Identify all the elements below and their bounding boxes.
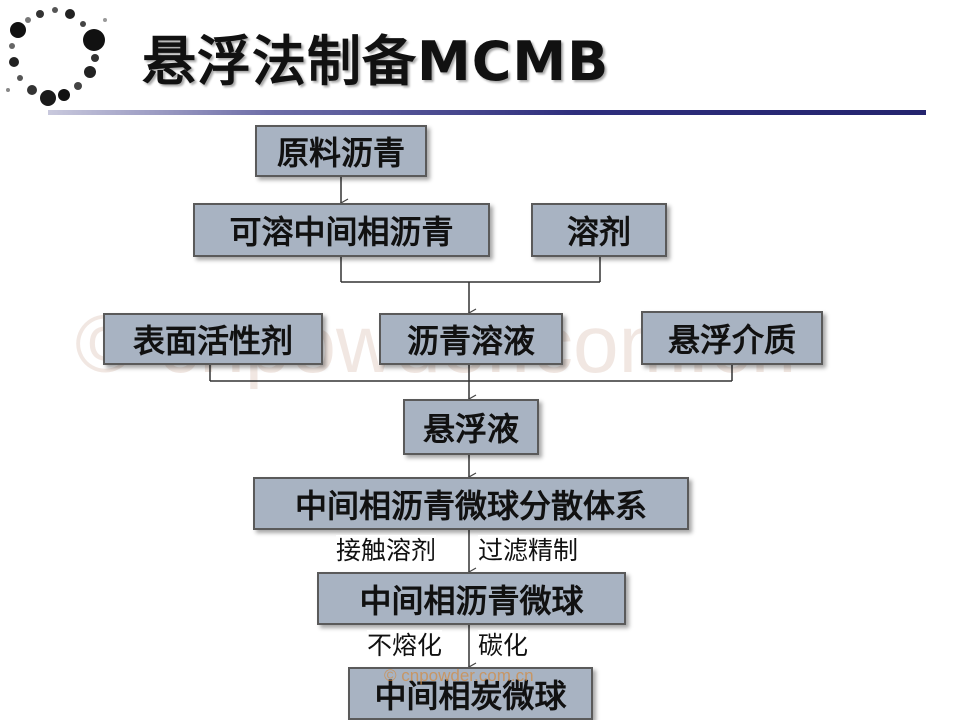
dispersion-system-box: 中间相沥青微球分散体系 [253, 477, 689, 530]
surfactant-box: 表面活性剂 [103, 313, 323, 365]
raw-pitch-box: 原料沥青 [255, 125, 427, 177]
step-label-infusible: 不熔化 [367, 630, 443, 662]
mesophase-microspheres-box: 中间相沥青微球 [317, 572, 626, 625]
pitch-solution-box: 沥青溶液 [379, 313, 563, 365]
solvent-box: 溶剂 [531, 203, 667, 257]
title-divider [48, 110, 926, 115]
logo-dot-ring-icon [6, 7, 107, 106]
suspension-medium-box: 悬浮介质 [641, 311, 823, 365]
step-label-filter-refine: 过滤精制 [478, 535, 579, 567]
soluble-mesophase-pitch-box: 可溶中间相沥青 [193, 203, 490, 257]
slide-title: 悬浮法制备MCMB [142, 30, 610, 93]
suspension-box: 悬浮液 [403, 399, 539, 455]
step-label-contact-solvent: 接触溶剂 [336, 535, 437, 567]
watermark-small: © cnpowder.com.cn [384, 666, 534, 685]
carbon-microspheres-box: 中间相炭微球 [348, 667, 593, 720]
step-label-carbonize: 碳化 [478, 630, 529, 662]
